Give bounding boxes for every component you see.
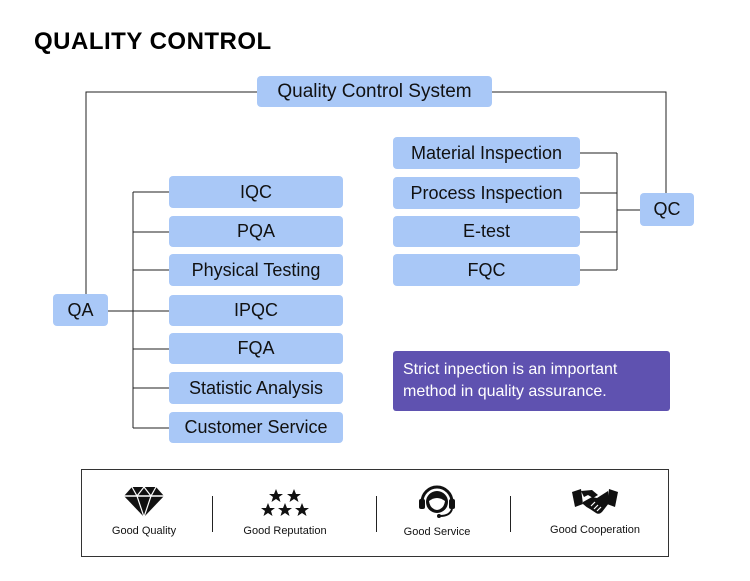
handshake-icon (572, 489, 618, 514)
qa-node: QA (53, 294, 108, 326)
qc-node: QC (640, 193, 694, 226)
feature-label: Good Reputation (243, 525, 327, 537)
feature-good-quality: Good Quality (79, 485, 209, 537)
qa-item-statistic-analysis: Statistic Analysis (169, 372, 343, 404)
qc-item-material-inspection: Material Inspection (393, 137, 580, 169)
qa-item-physical-testing: Physical Testing (169, 254, 343, 286)
qa-item-pqa: PQA (169, 216, 343, 247)
feature-label: Good Cooperation (550, 524, 640, 536)
qa-item-fqa: FQA (169, 333, 343, 364)
feature-good-service: Good Service (372, 482, 502, 538)
feature-good-cooperation: Good Cooperation (530, 486, 660, 536)
qa-item-customer-service: Customer Service (169, 412, 343, 443)
divider (510, 496, 511, 532)
qc-item-fqc: FQC (393, 254, 580, 286)
root-node: Quality Control System (257, 76, 492, 107)
feature-label: Good Service (403, 526, 471, 538)
qc-item-process-inspection: Process Inspection (393, 177, 580, 209)
qc-item-e-test: E-test (393, 216, 580, 247)
headset-icon (419, 485, 455, 518)
qa-item-ipqc: IPQC (169, 295, 343, 326)
feature-label: Good Quality (111, 525, 177, 537)
feature-good-reputation: Good Reputation (220, 487, 350, 537)
diamond-icon (124, 486, 164, 519)
qa-item-iqc: IQC (169, 176, 343, 208)
divider (212, 496, 213, 532)
stars-icon (261, 489, 309, 516)
divider (376, 496, 377, 532)
features-panel: Good Quality Good Reputation Good Servic… (81, 469, 669, 557)
page-title: QUALITY CONTROL (34, 28, 272, 55)
note-box: Strict inpection is an important method … (393, 351, 670, 411)
